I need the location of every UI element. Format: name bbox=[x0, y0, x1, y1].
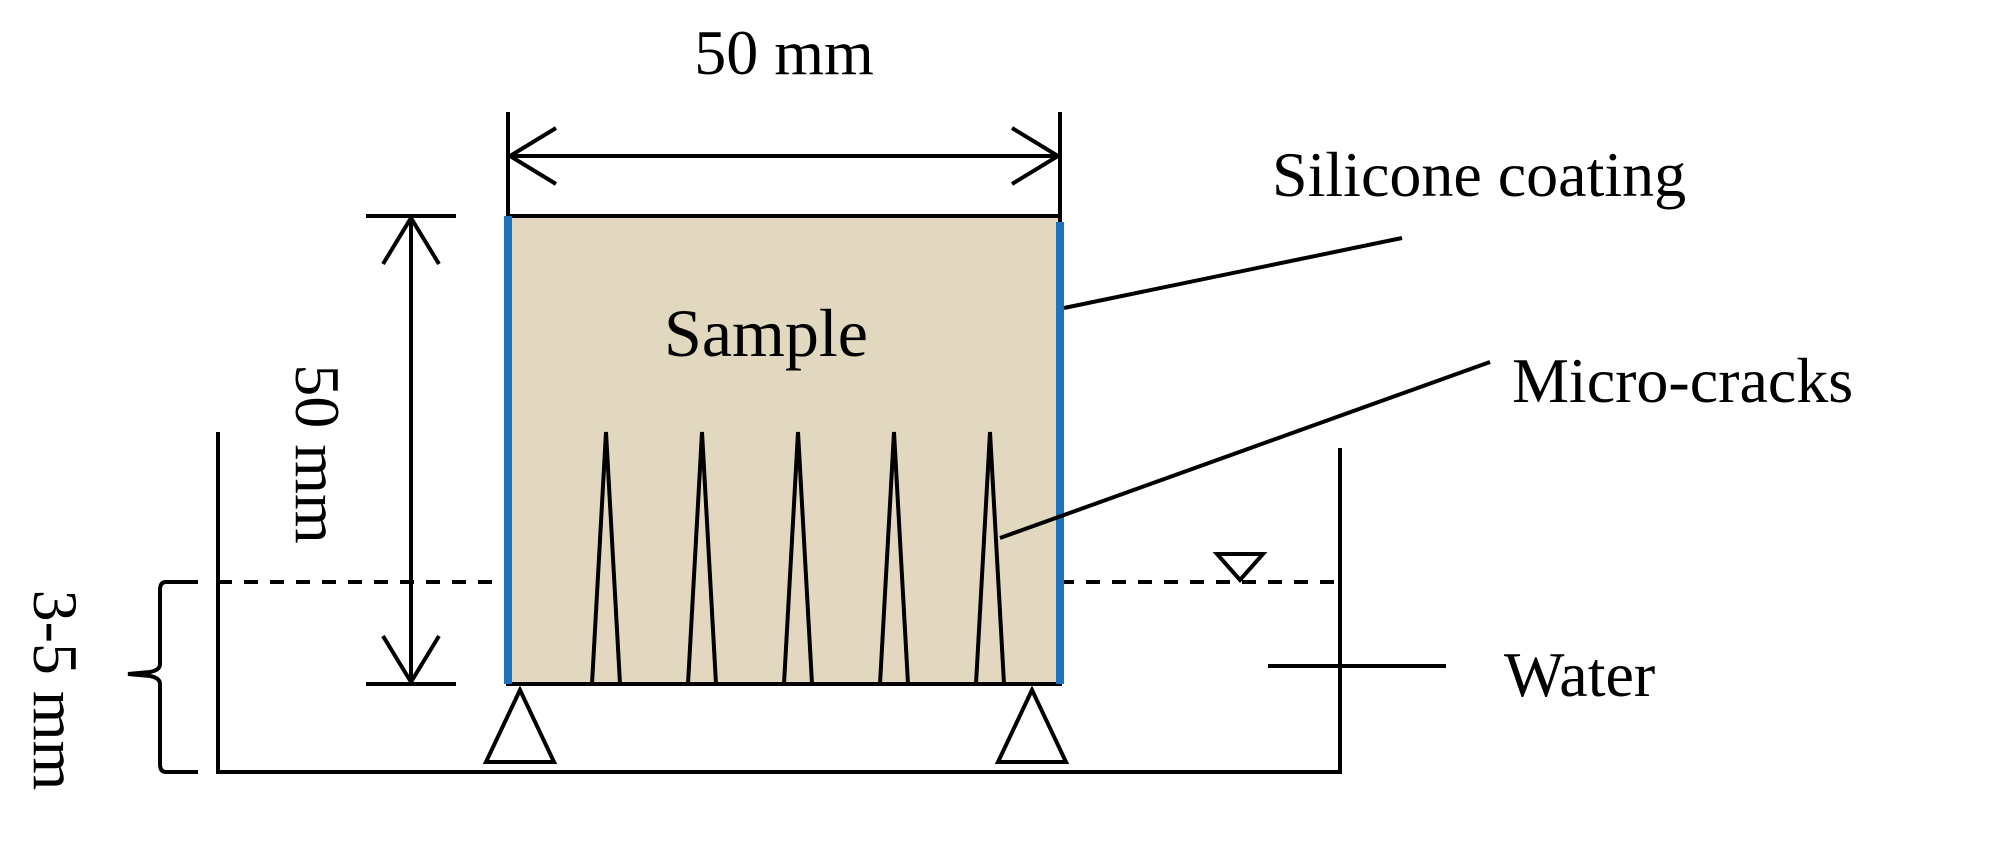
support-right bbox=[994, 685, 1070, 764]
water-label: Water bbox=[1504, 639, 1655, 710]
silicone-coating-label: Silicone coating bbox=[1272, 139, 1686, 210]
coating-leader bbox=[1063, 236, 1403, 310]
water-container bbox=[216, 432, 1342, 774]
width-dimension-label: 50 mm bbox=[694, 17, 874, 88]
water-level-symbol bbox=[1212, 552, 1268, 584]
micro-crack bbox=[877, 431, 911, 686]
support-left bbox=[482, 685, 558, 764]
micro-crack bbox=[781, 431, 815, 686]
micro-crack bbox=[973, 431, 1007, 686]
micro-cracks-group bbox=[589, 431, 1007, 686]
micro-crack bbox=[685, 431, 719, 686]
height-dimension-label: 50 mm bbox=[282, 364, 353, 544]
width-arrow-right bbox=[1010, 126, 1062, 186]
immersion-bracket bbox=[127, 580, 198, 774]
width-arrow-left bbox=[506, 126, 558, 186]
immersion-depth-label: 3-5 mm bbox=[20, 590, 91, 791]
micro-crack bbox=[589, 431, 623, 686]
sample-block bbox=[506, 214, 1062, 686]
height-dimension bbox=[366, 214, 456, 686]
width-dimension bbox=[506, 112, 1062, 216]
container-outline bbox=[216, 432, 1342, 774]
cracks-leader bbox=[999, 360, 1491, 540]
water-mark bbox=[1268, 630, 1446, 700]
sample-label: Sample bbox=[664, 295, 868, 371]
height-arrow-top bbox=[381, 214, 441, 266]
height-arrow-bottom bbox=[381, 634, 441, 686]
micro-cracks-label: Micro-cracks bbox=[1512, 345, 1853, 416]
